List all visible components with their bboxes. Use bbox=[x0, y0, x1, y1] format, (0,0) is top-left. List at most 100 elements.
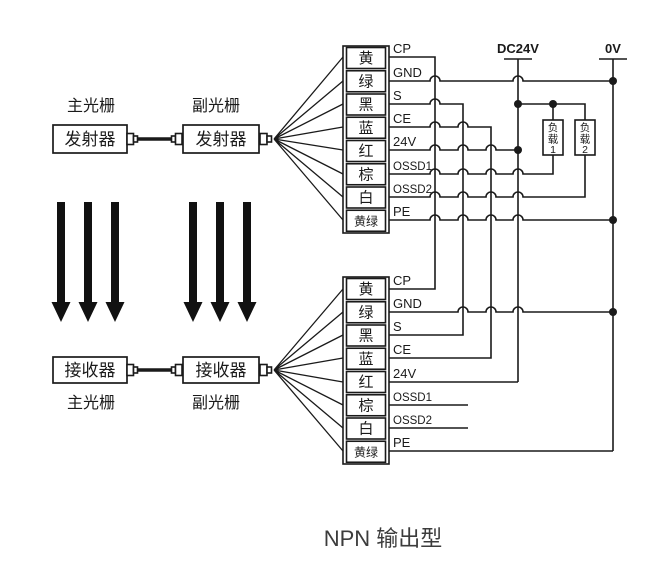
transmitter-cable bbox=[126, 132, 183, 146]
plug-icon bbox=[174, 132, 183, 146]
transmitter-sub-text: 发射器 bbox=[196, 130, 247, 149]
load-supply-wire bbox=[518, 103, 586, 120]
beam-arrow-icon bbox=[210, 202, 230, 322]
wire-color-label: 棕 bbox=[358, 167, 373, 184]
signal-label-gnd: GND bbox=[393, 296, 422, 311]
wire-color-label: 蓝 bbox=[358, 120, 373, 137]
light-beam-arrows bbox=[51, 202, 257, 322]
transmitter-section: 主光栅 副光栅 发射器 发射器 bbox=[52, 97, 273, 154]
load1-char: 载 bbox=[548, 134, 559, 146]
load1-char: 负 bbox=[548, 121, 559, 134]
sub-grating-label-top: 副光栅 bbox=[192, 97, 240, 115]
terminal-cell bbox=[345, 300, 387, 324]
terminal-cell bbox=[345, 370, 387, 394]
signal-label-pe: PE bbox=[393, 435, 411, 450]
gnd-wire-top bbox=[389, 75, 613, 82]
terminal-cell bbox=[345, 440, 387, 464]
terminal-cell bbox=[345, 393, 387, 417]
signal-label-ce: CE bbox=[393, 342, 411, 357]
wire-color-label: 黄 bbox=[358, 50, 373, 67]
junction-dot bbox=[609, 77, 617, 85]
receiver-terminal-block: 黄 绿 黑 蓝 红 棕 白 黄绿 CP GND S CE 24V OSSD1 O… bbox=[342, 273, 432, 465]
receiver-sub-box bbox=[182, 356, 260, 384]
signal-label-cp: CP bbox=[393, 41, 411, 56]
load2-char: 2 bbox=[582, 144, 588, 156]
terminal-cell bbox=[345, 209, 387, 233]
junction-dot bbox=[514, 100, 522, 108]
wire-color-label: 黄绿 bbox=[354, 214, 378, 229]
plug-icon bbox=[126, 132, 135, 146]
load-circuit: 负 载 1 负 载 2 bbox=[518, 103, 596, 156]
signal-label-24v: 24V bbox=[393, 134, 416, 149]
receiver-fanout-wires bbox=[273, 288, 344, 452]
dc24v-label: DC24V bbox=[497, 41, 539, 56]
sub-grating-label-bottom: 副光栅 bbox=[192, 394, 240, 412]
signal-label-s: S bbox=[393, 319, 402, 334]
zero-v-label: 0V bbox=[605, 41, 621, 56]
ossd2-wire-top bbox=[389, 155, 586, 198]
signal-label-cp: CP bbox=[393, 273, 411, 288]
plug-tip-icon bbox=[266, 366, 273, 374]
plug-tip-icon bbox=[132, 135, 139, 143]
wire-color-label: 黑 bbox=[358, 97, 373, 114]
terminal-cell bbox=[345, 186, 387, 209]
signal-label-ossd2: OSSD2 bbox=[393, 415, 432, 427]
terminal-cell bbox=[345, 277, 387, 301]
signal-label-24v: 24V bbox=[393, 366, 416, 381]
transmitter-main-text: 发射器 bbox=[65, 130, 116, 149]
plug-icon bbox=[259, 132, 268, 146]
plug-tip-icon bbox=[132, 366, 139, 374]
s-link-wire bbox=[389, 98, 464, 336]
signal-label-s: S bbox=[393, 88, 402, 103]
signal-label-ce: CE bbox=[393, 111, 411, 126]
beam-arrow-icon bbox=[78, 202, 98, 322]
receiver-pigtail bbox=[259, 363, 273, 377]
terminal-cell bbox=[345, 116, 387, 140]
wire-color-label: 棕 bbox=[358, 398, 373, 415]
transmitter-wiring bbox=[389, 56, 613, 359]
power-rails: DC24V 0V bbox=[497, 41, 627, 451]
wire-color-label: 绿 bbox=[358, 74, 373, 91]
beam-arrow-icon bbox=[183, 202, 203, 322]
receiver-wiring bbox=[389, 306, 613, 452]
junction-dot bbox=[514, 146, 522, 154]
24v-wire-top bbox=[389, 144, 518, 151]
terminal-cell bbox=[345, 93, 387, 116]
receiver-section: 接收器 接收器 主光栅 副光栅 bbox=[52, 356, 273, 412]
wire-color-label: 白 bbox=[358, 421, 373, 438]
receiver-main-text: 接收器 bbox=[65, 361, 116, 380]
wire-color-label: 红 bbox=[358, 143, 373, 160]
main-grating-label-bottom: 主光栅 bbox=[67, 394, 115, 412]
wire-color-label: 绿 bbox=[358, 305, 373, 322]
terminal-cell bbox=[345, 417, 387, 440]
load1-box bbox=[542, 119, 564, 156]
terminal-cell bbox=[345, 139, 387, 163]
wire-color-label: 黄 bbox=[358, 281, 373, 298]
beam-arrow-icon bbox=[51, 202, 71, 322]
gnd-wire-bottom bbox=[389, 306, 613, 313]
receiver-sub-text: 接收器 bbox=[196, 361, 247, 380]
plug-icon bbox=[126, 363, 135, 377]
terminal-cell bbox=[345, 162, 387, 186]
main-grating-label-top: 主光栅 bbox=[67, 97, 115, 115]
plug-icon bbox=[259, 363, 268, 377]
junction-dots bbox=[514, 77, 617, 316]
plug-tip-icon bbox=[266, 135, 273, 143]
transmitter-terminal-block: 黄 绿 黑 蓝 红 棕 白 黄绿 CP GND S CE 24V OSSD1 O… bbox=[342, 41, 432, 234]
wire-color-label: 黑 bbox=[358, 328, 373, 345]
transmitter-fanout-wires bbox=[273, 56, 344, 221]
signal-label-ossd2: OSSD2 bbox=[393, 184, 432, 196]
wire-color-label: 红 bbox=[358, 374, 373, 391]
junction-dot bbox=[549, 100, 557, 108]
wire-color-label: 黄绿 bbox=[354, 445, 378, 460]
load2-box bbox=[574, 119, 596, 156]
wire-color-label: 白 bbox=[358, 190, 373, 207]
terminal-cell bbox=[345, 324, 387, 347]
load1-char: 1 bbox=[550, 144, 556, 156]
terminal-cell bbox=[345, 347, 387, 371]
plug-icon bbox=[174, 363, 183, 377]
signal-label-gnd: GND bbox=[393, 65, 422, 80]
signal-label-ossd1: OSSD1 bbox=[393, 392, 432, 404]
